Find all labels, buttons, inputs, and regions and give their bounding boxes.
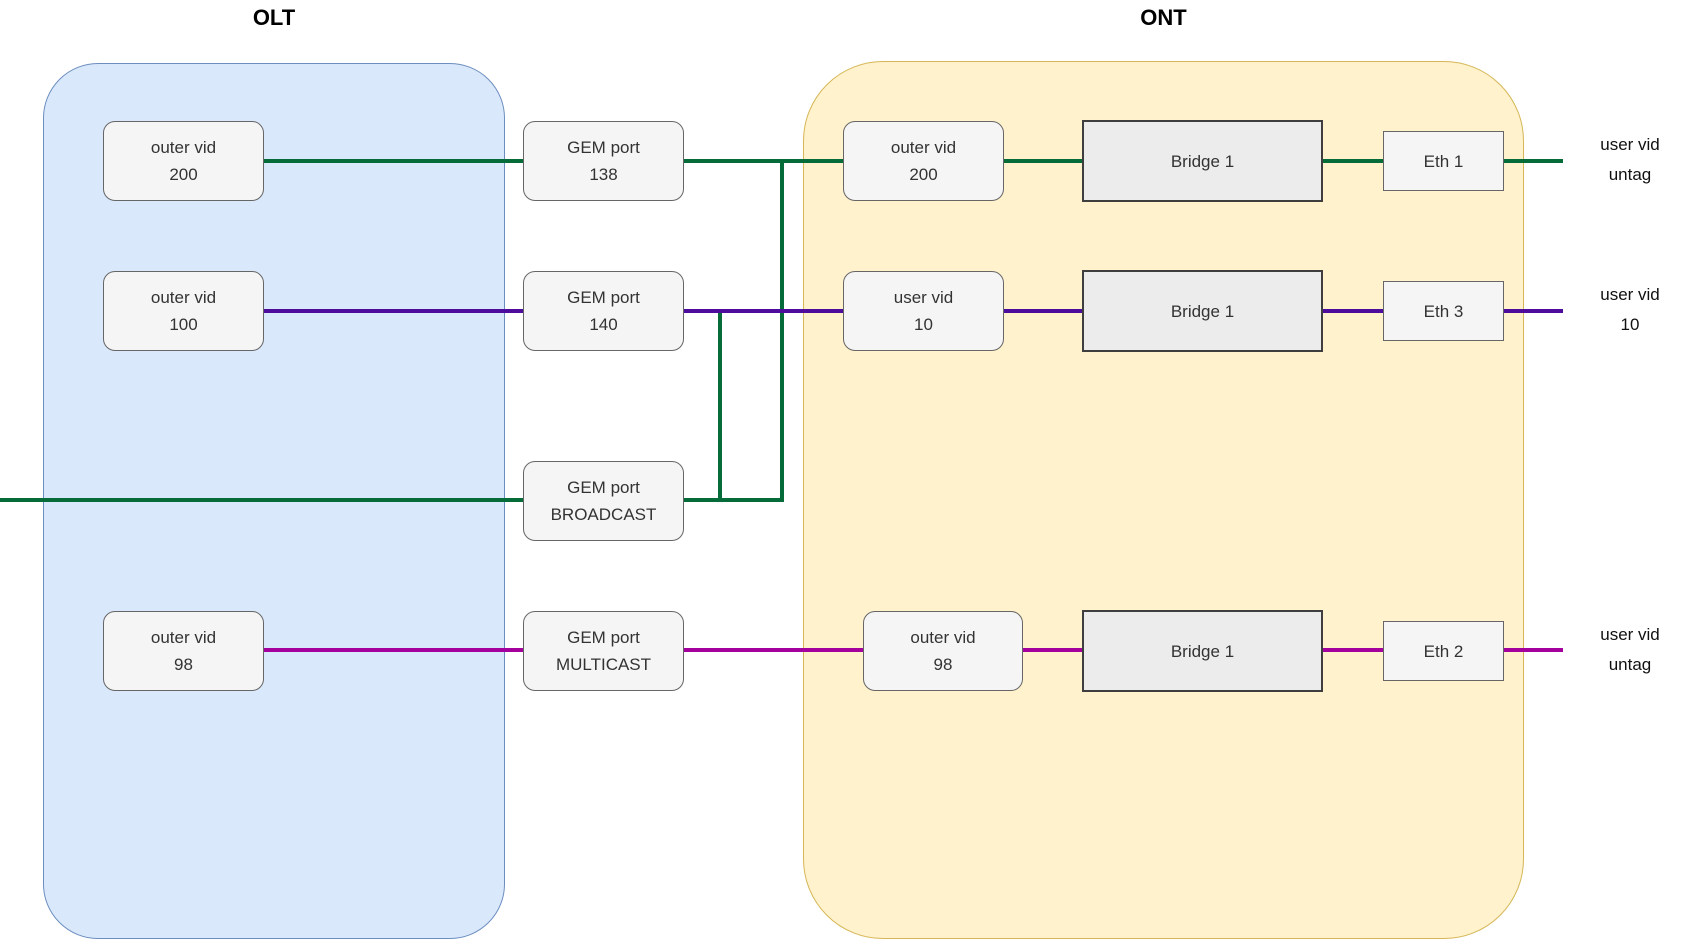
box-olt-outer-vid-98: outer vid 98 bbox=[103, 611, 264, 691]
box-label-line: 200 bbox=[909, 165, 938, 184]
box-bridge1-row1: Bridge 1 bbox=[1082, 120, 1323, 202]
link-multicast-to-ont-vid98 bbox=[684, 648, 863, 652]
box-gem-port-138: GEM port 138 bbox=[523, 121, 684, 201]
olt-title: OLT bbox=[252, 5, 296, 30]
box-label-line: GEM port bbox=[567, 138, 640, 157]
output-label-line: untag bbox=[1608, 165, 1652, 184]
output-label-row2: user vid 10 bbox=[1560, 280, 1700, 340]
box-bridge1-row4: Bridge 1 bbox=[1082, 610, 1323, 692]
box-label-line: outer vid bbox=[150, 138, 217, 157]
box-gem-port-140: GEM port 140 bbox=[523, 271, 684, 351]
link-vid100-to-gem140 bbox=[264, 309, 523, 313]
box-label-line: 200 bbox=[169, 165, 198, 184]
box-label-line: Eth 2 bbox=[1423, 641, 1464, 661]
box-label-line: GEM port bbox=[567, 478, 640, 497]
box-olt-outer-vid-200: outer vid 200 bbox=[103, 121, 264, 201]
box-olt-outer-vid-100: outer vid 100 bbox=[103, 271, 264, 351]
box-ont-outer-vid-200: outer vid 200 bbox=[843, 121, 1004, 201]
box-label-line: 138 bbox=[589, 165, 618, 184]
box-label-line: Eth 3 bbox=[1423, 301, 1464, 321]
box-gem-port-multicast: GEM port MULTICAST bbox=[523, 611, 684, 691]
link-broadcast-in bbox=[0, 498, 523, 502]
link-bridge1-to-eth2 bbox=[1323, 648, 1383, 652]
link-bridge1-to-eth1 bbox=[1323, 159, 1383, 163]
link-vid98-to-multicast bbox=[264, 648, 523, 652]
output-label-line: user vid bbox=[1600, 135, 1660, 154]
box-label-line: Bridge 1 bbox=[1170, 151, 1235, 171]
link-ont-vid200-to-bridge1 bbox=[1004, 159, 1082, 163]
box-label-line: 140 bbox=[589, 315, 618, 334]
box-eth-3: Eth 3 bbox=[1383, 281, 1504, 341]
box-label-line: outer vid bbox=[150, 288, 217, 307]
box-label-line: outer vid bbox=[150, 628, 217, 647]
box-label-line: Bridge 1 bbox=[1170, 301, 1235, 321]
box-eth-1: Eth 1 bbox=[1383, 131, 1504, 191]
output-label-line: user vid bbox=[1600, 285, 1660, 304]
output-label-line: 10 bbox=[1620, 315, 1640, 334]
box-label-line: 98 bbox=[933, 655, 953, 674]
box-label-line: 100 bbox=[169, 315, 198, 334]
ont-container bbox=[803, 61, 1524, 939]
box-label-line: user vid bbox=[893, 288, 954, 307]
link-uservid10-to-bridge1 bbox=[1004, 309, 1082, 313]
box-label-line: Eth 1 bbox=[1423, 151, 1464, 171]
box-gem-port-broadcast: GEM port BROADCAST bbox=[523, 461, 684, 541]
output-label-row4: user vid untag bbox=[1560, 620, 1700, 680]
box-ont-user-vid-10: user vid 10 bbox=[843, 271, 1004, 351]
box-label-line: 10 bbox=[914, 315, 933, 334]
broadcast-branch-to-row2 bbox=[718, 309, 722, 502]
link-eth1-out bbox=[1504, 159, 1563, 163]
link-gem140-to-uservid10 bbox=[684, 309, 843, 313]
link-broadcast-to-branches bbox=[684, 498, 784, 502]
link-eth3-out bbox=[1503, 309, 1563, 313]
link-ont-vid98-to-bridge1 bbox=[1022, 648, 1083, 652]
link-gem138-to-ont-vid200 bbox=[684, 159, 843, 163]
box-label-line: MULTICAST bbox=[555, 655, 652, 674]
link-bridge1-to-eth3 bbox=[1323, 309, 1383, 313]
broadcast-branch-to-row1 bbox=[780, 159, 784, 502]
box-label-line: Bridge 1 bbox=[1170, 641, 1235, 661]
box-label-line: GEM port bbox=[567, 628, 640, 647]
box-ont-outer-vid-98: outer vid 98 bbox=[863, 611, 1023, 691]
box-bridge1-row2: Bridge 1 bbox=[1082, 270, 1323, 352]
box-label-line: 98 bbox=[174, 655, 193, 674]
link-eth2-out bbox=[1503, 648, 1563, 652]
box-eth-2: Eth 2 bbox=[1383, 621, 1504, 681]
box-label-line: BROADCAST bbox=[550, 505, 657, 524]
ont-title: ONT bbox=[1140, 5, 1187, 30]
output-label-row1: user vid untag bbox=[1560, 130, 1700, 190]
output-label-line: untag bbox=[1608, 655, 1652, 674]
box-label-line: outer vid bbox=[890, 138, 957, 157]
link-vid200-to-gem138 bbox=[264, 159, 523, 163]
box-label-line: outer vid bbox=[910, 628, 976, 647]
box-label-line: GEM port bbox=[567, 288, 640, 307]
output-label-line: user vid bbox=[1600, 625, 1660, 644]
